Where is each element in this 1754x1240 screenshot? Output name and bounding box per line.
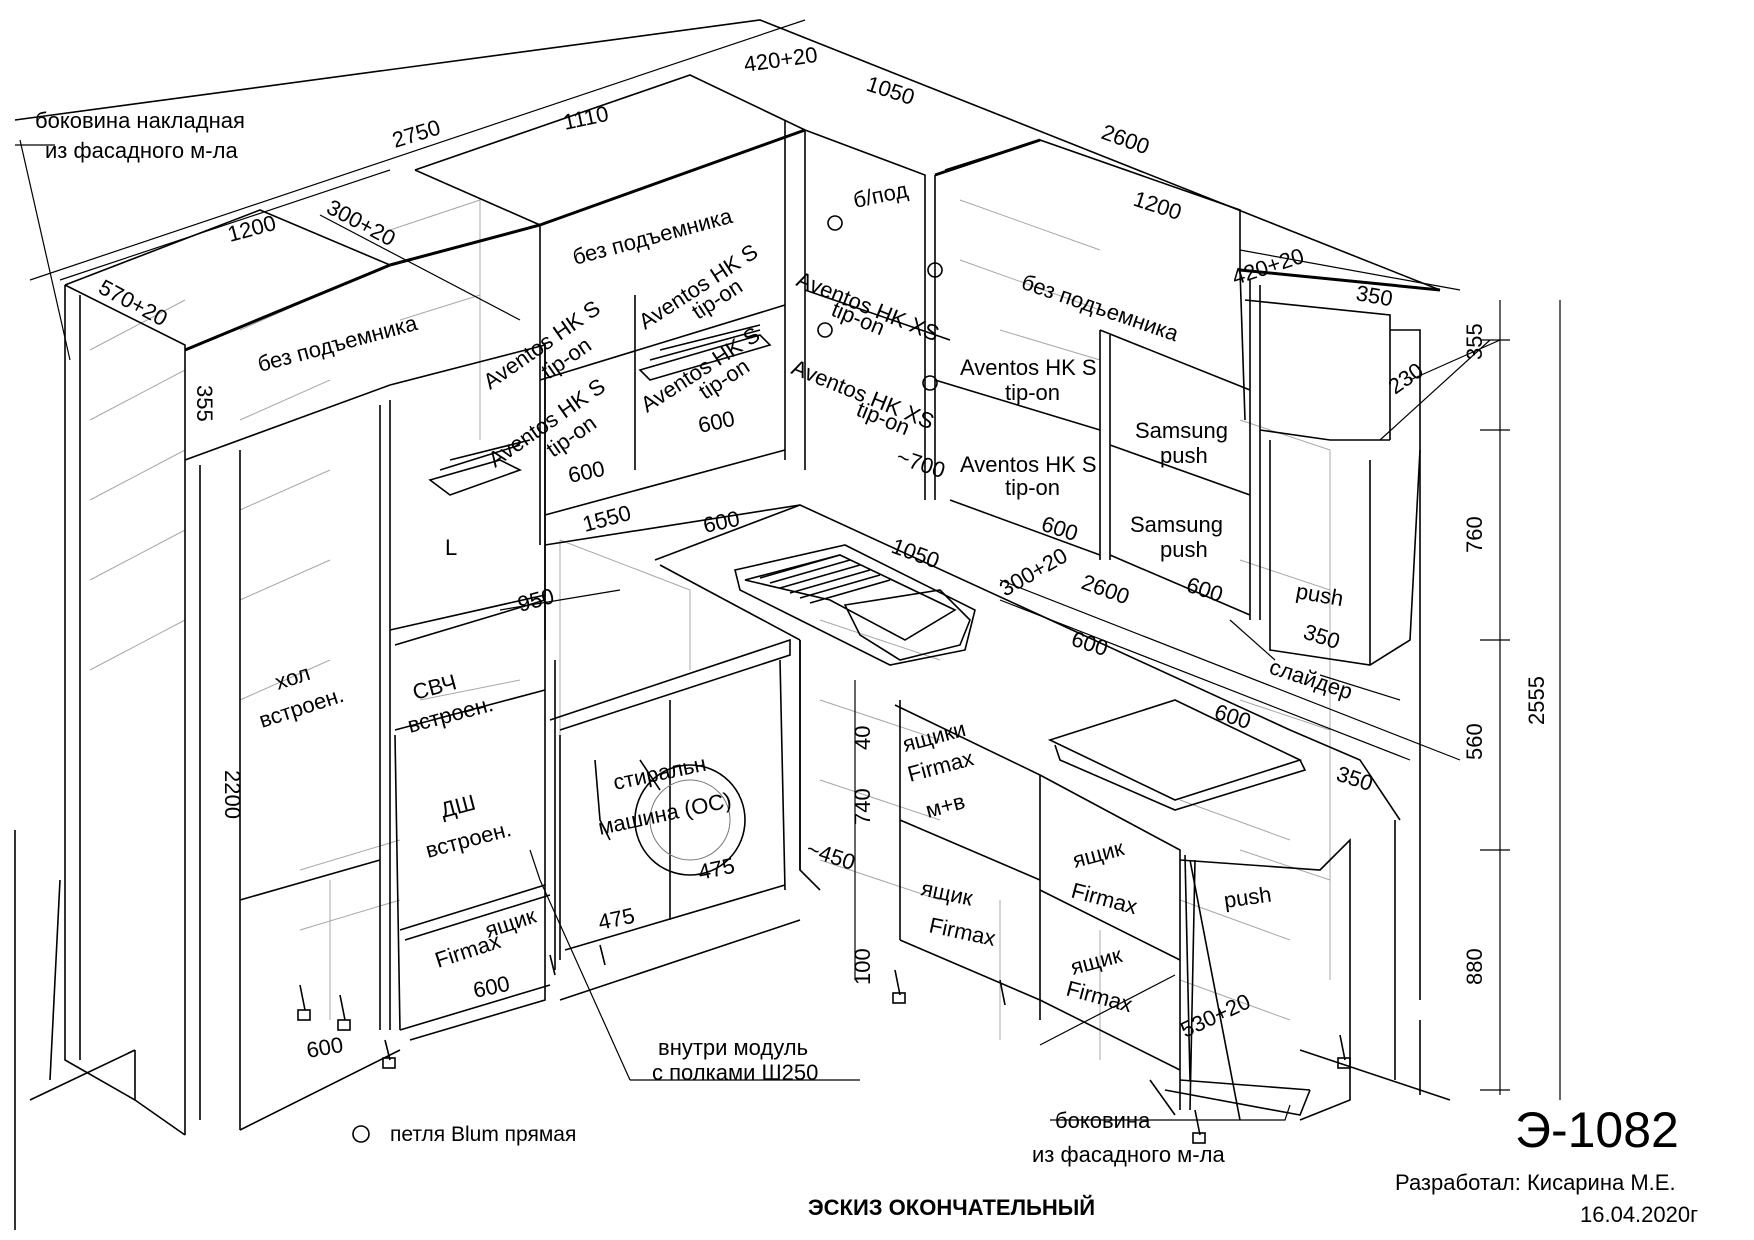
dim-2750: 2750 — [389, 115, 443, 153]
dim-700: ~700 — [893, 444, 948, 483]
dim-2555: 2555 — [1524, 676, 1549, 725]
legend-hinge-icon — [352, 1125, 370, 1143]
drawer-firmax-1: Firmax — [432, 928, 504, 973]
dim-760: 760 — [1462, 516, 1487, 553]
side-facade-label-1: боковина — [1055, 1108, 1151, 1133]
dim-350-slider: 350 — [1300, 619, 1343, 654]
dim-420-20-top: 420+20 — [742, 42, 819, 77]
dim-355-right: 355 — [1462, 323, 1487, 360]
dimension-lines — [15, 19, 1561, 1121]
hinge-marker-icon — [817, 322, 833, 338]
dim-600-sink: 600 — [701, 506, 742, 538]
countertop-sink — [544, 504, 1401, 870]
hinge-marker-icon — [922, 375, 938, 391]
title-block: петля Blum прямая ЭСКИЗ ОКОНЧАТЕЛЬНЫЙ Э-… — [390, 1102, 1698, 1227]
annotations: боковина накладная из фасадного м-ла без… — [35, 108, 1356, 1167]
dim-1200-right: 1200 — [1130, 186, 1184, 225]
legend-label: петля Blum прямая — [390, 1123, 576, 1146]
samsung-label-2: Samsung — [1130, 512, 1223, 537]
hinge-marker-icon — [927, 262, 943, 278]
samsung-label-1: Samsung — [1135, 418, 1228, 443]
appliance-column — [389, 343, 556, 1041]
tipon-7: tip-on — [1005, 380, 1060, 405]
no-base-label: б/под — [851, 177, 910, 213]
dim-2600-top: 2600 — [1098, 119, 1153, 159]
dishwasher-label-1: ДШ — [438, 790, 478, 823]
dim-450: ~450 — [803, 836, 858, 875]
drawer-label-3: ящик — [1070, 835, 1127, 873]
drawer-label-2: ящик — [919, 875, 975, 910]
side-overlay-label-2: из фасадного м-ла — [45, 138, 238, 163]
dim-1550: 1550 — [580, 500, 634, 537]
tall-column-left — [64, 209, 401, 1136]
author-label: Разработал: Кисарина М.Е. — [1395, 1170, 1676, 1195]
push-label-4: push — [1222, 882, 1273, 913]
drawing-title: ЭСКИЗ ОКОНЧАТЕЛЬНЫЙ — [808, 1195, 1095, 1220]
washer-module — [559, 659, 801, 1001]
dimension-labels: 2750 1110 420+20 1050 2600 1200 300+20 5… — [95, 42, 1549, 1063]
push-label-2: push — [1160, 537, 1208, 562]
dim-600-right1: 600 — [1068, 626, 1111, 661]
push-label-1: push — [1160, 443, 1208, 468]
side-facade-label-2: из фасадного м-ла — [1032, 1142, 1225, 1167]
dim-1050-mid: 1050 — [888, 533, 943, 573]
dim-355-left: 355 — [192, 385, 217, 422]
dim-600-u1: 600 — [566, 456, 607, 488]
drawer-firmax-4: Firmax — [1064, 976, 1135, 1018]
lower-cabinets-right — [799, 640, 1396, 1121]
dim-600-u4: 600 — [1183, 572, 1226, 607]
fridge-label-2: встроен. — [256, 682, 347, 733]
upper-cabinets-left — [389, 74, 806, 545]
dim-740: 740 — [850, 788, 875, 825]
dim-2200: 2200 — [220, 770, 245, 819]
plinth-legs — [297, 944, 1351, 1144]
construction-lines — [89, 199, 1331, 1060]
dim-600-u3: 600 — [1038, 511, 1081, 546]
dim-570-20: 570+20 — [95, 274, 172, 331]
letter-l-label: L — [445, 535, 457, 560]
aventos-hks-6: Aventos HK S — [960, 452, 1097, 477]
dim-350-top: 350 — [1354, 280, 1395, 311]
no-lift-label-1: без подъемника — [255, 310, 421, 377]
dim-560: 560 — [1462, 723, 1487, 760]
dishwasher-label-2: встроен. — [423, 816, 514, 863]
inside-module-label-2: с полками Ш250 — [652, 1060, 818, 1085]
dim-600-right2: 600 — [1211, 699, 1254, 734]
drawer-firmax-3: Firmax — [1069, 878, 1140, 920]
side-overlay-label-1: боковина накладная — [35, 108, 245, 133]
aventos-hks-5: Aventos HK S — [960, 355, 1097, 380]
dim-600-bottom: 600 — [305, 1032, 346, 1063]
dim-600-u2: 600 — [696, 406, 737, 438]
tipon-8: tip-on — [1005, 475, 1060, 500]
dim-350-right: 350 — [1333, 761, 1376, 796]
hinge-markers — [817, 215, 943, 391]
drawers-firmax-label-3: м+в — [923, 788, 968, 822]
dim-2600-mid: 2600 — [1078, 569, 1133, 609]
dim-1050-top: 1050 — [863, 71, 917, 110]
dim-880: 880 — [1462, 948, 1487, 985]
drawing-code: Э-1082 — [1515, 1102, 1679, 1158]
upper-cabinets-right — [804, 129, 1441, 1000]
drawer-label-4: ящик — [1068, 942, 1125, 980]
dim-1200-left: 1200 — [225, 210, 279, 247]
dim-1110: 1110 — [561, 101, 611, 135]
push-label-3: push — [1294, 578, 1345, 611]
hinge-marker-icon — [827, 215, 843, 231]
dim-100: 100 — [850, 948, 875, 985]
fridge-label-1: хол — [272, 660, 313, 695]
no-lift-label-2: без подъемника — [570, 203, 736, 270]
washer-label-2: машина (ОС) — [596, 787, 734, 840]
dim-40: 40 — [850, 726, 875, 750]
date-label: 16.04.2020г — [1580, 1202, 1698, 1227]
dim-475-a: 475 — [696, 853, 737, 885]
drawer-firmax-2: Firmax — [927, 912, 998, 950]
microwave-label-1: СВЧ — [410, 669, 459, 705]
inside-module-label-1: внутри модуль — [658, 1035, 808, 1060]
dim-950: 950 — [515, 583, 557, 617]
